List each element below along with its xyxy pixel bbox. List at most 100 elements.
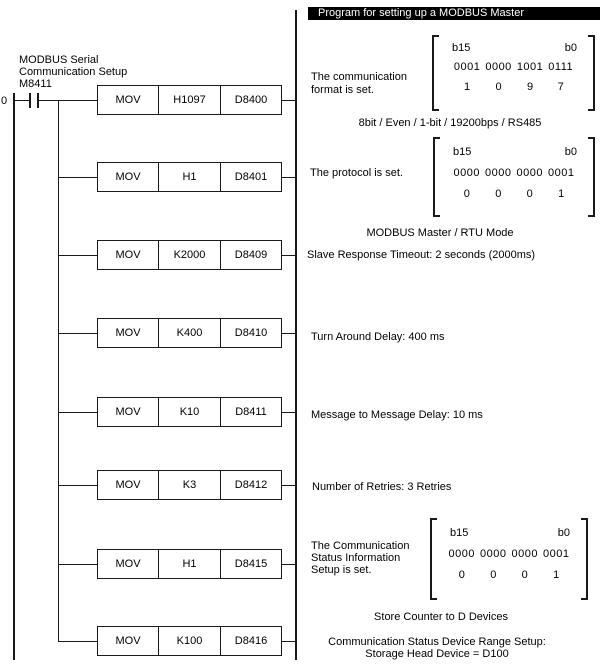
rung-line bbox=[281, 100, 296, 101]
nibble: 0001 1 bbox=[543, 548, 569, 581]
protocol-label: The protocol is set. bbox=[310, 167, 403, 179]
mov-opcode: MOV bbox=[115, 479, 141, 491]
nibble-hex: 0 bbox=[526, 188, 533, 200]
nibble-bits: 0001 bbox=[547, 167, 575, 179]
left-bracket bbox=[430, 518, 437, 600]
bit-low-label: b0 bbox=[564, 146, 577, 158]
left-bracket bbox=[432, 35, 439, 111]
rung-line bbox=[58, 177, 97, 178]
mov-source-operand: H1 bbox=[158, 550, 220, 578]
mov-dest-operand: D8401 bbox=[220, 163, 281, 191]
mov-source-operand: K2000 bbox=[158, 241, 220, 269]
rung-line bbox=[281, 177, 296, 178]
right-power-rail bbox=[295, 10, 297, 660]
page-title: Program for setting up a MODBUS Master bbox=[308, 7, 600, 20]
nibble-hex: 0 bbox=[490, 569, 497, 581]
mov-instruction-6: MOV K3 D8412 bbox=[97, 470, 282, 500]
mov-dest-operand: D8410 bbox=[220, 319, 281, 347]
mov-opcode: MOV bbox=[115, 635, 141, 647]
mov-dest-operand: D8412 bbox=[220, 471, 281, 499]
contact-device-label: M8411 bbox=[19, 78, 52, 90]
nibble-hex: 1 bbox=[464, 81, 471, 93]
nibble-hex: 9 bbox=[526, 81, 534, 93]
nibble-hex: 0 bbox=[458, 569, 465, 581]
nibble-hex: 0 bbox=[463, 188, 470, 200]
comm-format-label-line: The communication bbox=[311, 71, 407, 83]
nibble: 0000 0 bbox=[485, 61, 511, 93]
mov-instruction-8: MOV K100 D8416 bbox=[97, 626, 282, 656]
comm-format-caption: 8bit / Even / 1-bit / 19200bps / RS485 bbox=[358, 117, 542, 129]
mov-dest-operand: D8400 bbox=[220, 86, 281, 114]
mov-instruction-7: MOV H1 D8415 bbox=[97, 549, 282, 579]
nibble: 0000 0 bbox=[517, 167, 543, 200]
rung-line bbox=[281, 255, 296, 256]
nibble-bits: 0001 bbox=[542, 548, 570, 560]
rung-line bbox=[58, 412, 97, 413]
bit-pattern-d8401: b15 b0 0000 0 0000 0 0000 0 0001 1 bbox=[433, 137, 595, 217]
rung-line bbox=[58, 564, 97, 565]
nibble-bits: 1001 bbox=[516, 61, 544, 73]
mov-opcode: MOV bbox=[115, 249, 141, 261]
mov-opcode: MOV bbox=[115, 171, 141, 183]
nibble: 1001 9 bbox=[517, 61, 543, 93]
rung-line bbox=[281, 641, 296, 642]
bit-low-label: b0 bbox=[557, 527, 570, 539]
nibble: 0000 0 bbox=[454, 167, 480, 200]
mov-instruction-3: MOV K2000 D8409 bbox=[97, 240, 282, 270]
branch-rail bbox=[58, 100, 59, 642]
bit-low-label: b0 bbox=[564, 42, 577, 54]
contact-comment-line: Communication Setup bbox=[19, 66, 128, 78]
nibble-bits: 0000 bbox=[511, 548, 538, 560]
mov-source-operand: H1097 bbox=[158, 86, 220, 114]
bit-high-label: b15 bbox=[453, 146, 472, 158]
status-info-label-line: The Communication bbox=[311, 540, 410, 552]
left-bracket bbox=[433, 137, 440, 217]
rung-line bbox=[58, 485, 97, 486]
message-delay-note: Message to Message Delay: 10 ms bbox=[311, 409, 483, 421]
mov-source-operand: K400 bbox=[158, 319, 220, 347]
nibble-hex: 1 bbox=[553, 569, 560, 581]
comm-format-label-line: format is set. bbox=[311, 84, 374, 96]
status-info-label-line: Setup is set. bbox=[311, 564, 372, 576]
nibble: 0000 0 bbox=[480, 548, 506, 581]
mov-dest-operand: D8415 bbox=[220, 550, 281, 578]
status-info-label-line: Status Information bbox=[311, 552, 401, 564]
rung-line bbox=[58, 333, 97, 334]
retries-note: Number of Retries: 3 Retries bbox=[312, 481, 452, 493]
nibble: 0000 0 bbox=[512, 548, 538, 581]
no-contact-symbol bbox=[37, 93, 39, 108]
mov-instruction-2: MOV H1 D8401 bbox=[97, 162, 282, 192]
device-range-note: Communication Status Device Range Setup:… bbox=[310, 636, 564, 660]
nibble: 0000 0 bbox=[485, 167, 511, 200]
bit-pattern-d8415: b15 b0 0000 0 0000 0 0000 0 0001 1 bbox=[430, 518, 588, 600]
nibble-hex: 7 bbox=[557, 81, 564, 93]
rung-line bbox=[39, 100, 97, 101]
right-bracket bbox=[581, 518, 588, 600]
rung-line bbox=[281, 333, 296, 334]
nibble-hex: 0 bbox=[495, 188, 502, 200]
bit-high-label: b15 bbox=[450, 527, 469, 539]
nibble: 0001 1 bbox=[454, 61, 480, 93]
mov-dest-operand: D8411 bbox=[220, 398, 281, 426]
mov-instruction-1: MOV H1097 D8400 bbox=[97, 85, 282, 115]
mov-dest-operand: D8416 bbox=[220, 627, 281, 655]
mov-source-operand: K10 bbox=[158, 398, 220, 426]
mov-opcode: MOV bbox=[115, 94, 141, 106]
mov-opcode: MOV bbox=[115, 406, 141, 418]
nibble-bits: 0000 bbox=[480, 548, 507, 560]
protocol-caption: MODBUS Master / RTU Mode bbox=[366, 227, 514, 239]
rung-line bbox=[281, 412, 296, 413]
nibble-bits: 0000 bbox=[485, 61, 512, 73]
rung-line bbox=[58, 255, 97, 256]
nibble-bits: 0000 bbox=[516, 167, 543, 179]
nibble-hex: 0 bbox=[521, 569, 528, 581]
mov-source-operand: H1 bbox=[158, 163, 220, 191]
turn-around-delay-note: Turn Around Delay: 400 ms bbox=[311, 331, 445, 343]
rung-line bbox=[58, 641, 97, 642]
nibble-bits: 0111 bbox=[548, 61, 574, 73]
mov-source-operand: K100 bbox=[158, 627, 220, 655]
right-bracket bbox=[588, 35, 595, 111]
mov-opcode: MOV bbox=[115, 558, 141, 570]
nibble-bits: 0000 bbox=[485, 167, 512, 179]
